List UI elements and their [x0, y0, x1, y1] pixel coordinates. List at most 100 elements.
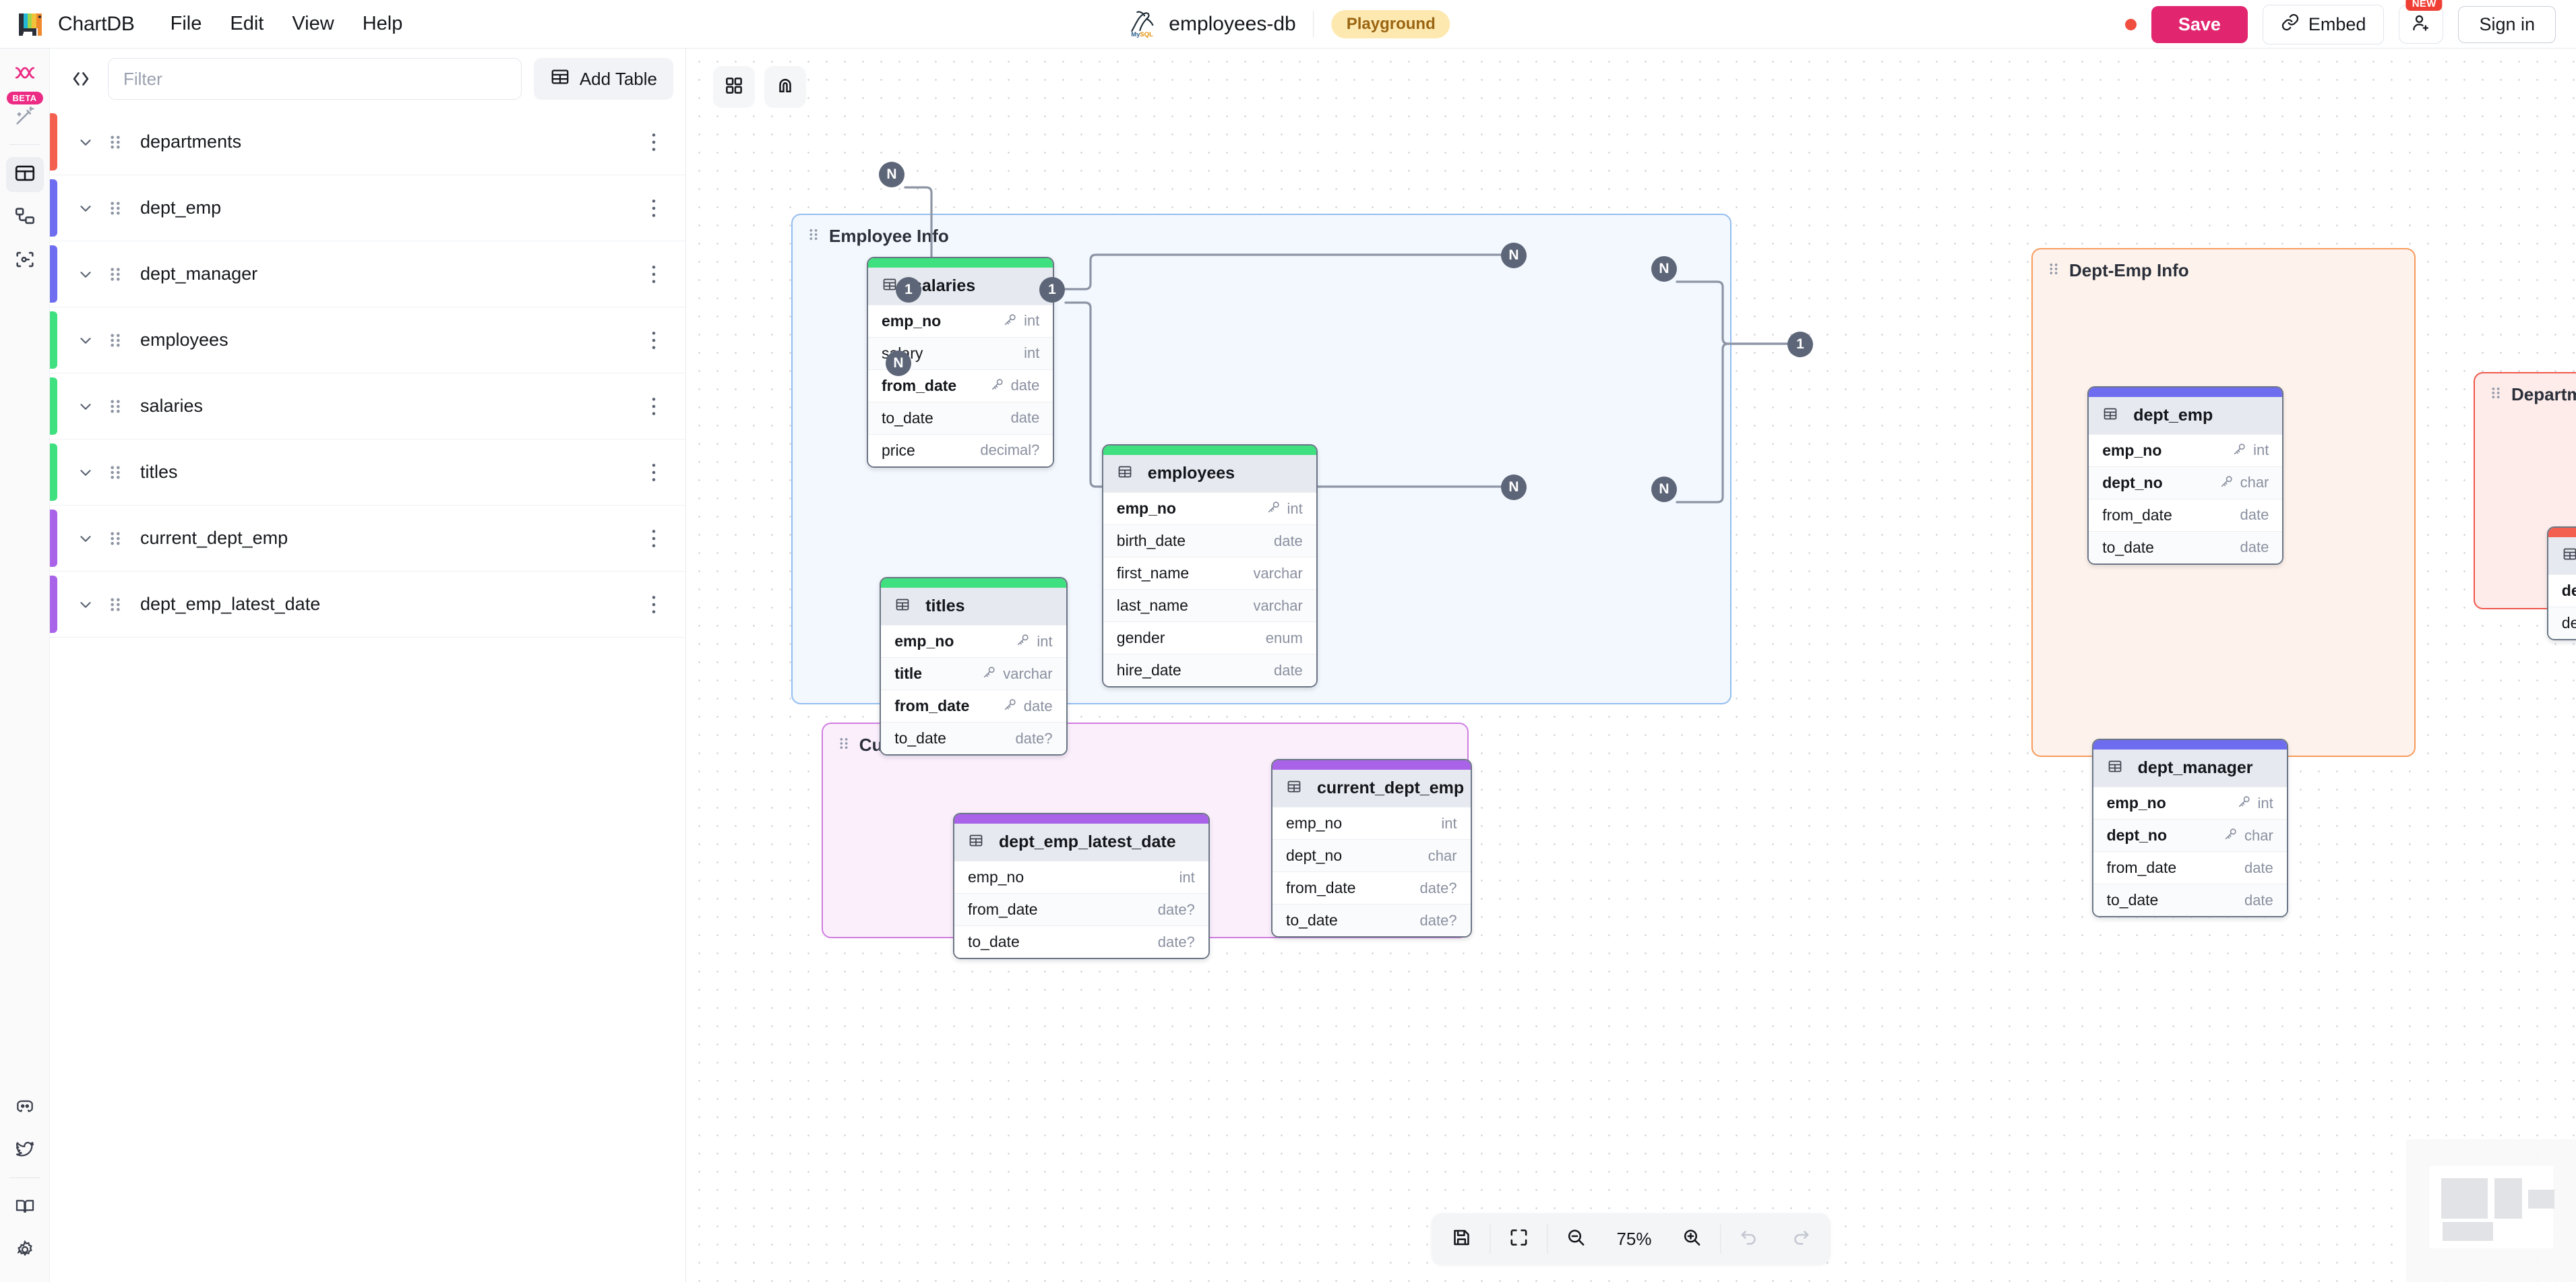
table-list-item[interactable]: titles	[50, 439, 685, 506]
chevron-down-icon[interactable]	[77, 398, 94, 415]
table-node-header[interactable]: dept_emp_latest_date	[954, 824, 1208, 861]
drag-handle-icon[interactable]	[108, 266, 125, 283]
chevron-down-icon[interactable]	[77, 530, 94, 547]
save-diagram-button[interactable]	[1436, 1218, 1487, 1260]
code-brackets-icon[interactable]	[62, 60, 100, 98]
table-list-item[interactable]: dept_manager	[50, 241, 685, 307]
drag-handle-icon[interactable]	[108, 530, 125, 547]
group-drag-handle-icon[interactable]	[807, 227, 820, 245]
table-list-item[interactable]: current_dept_emp	[50, 506, 685, 572]
add-user-button[interactable]: NEW	[2399, 0, 2444, 44]
table-node-header[interactable]: dept_manager	[2093, 750, 2287, 787]
canvas-minimap[interactable]	[2406, 1139, 2576, 1282]
rail-item-twitter-link[interactable]	[6, 1133, 44, 1168]
chevron-down-icon[interactable]	[77, 266, 94, 283]
table-node-header[interactable]: current_dept_emp	[1272, 770, 1471, 807]
rail-item-ai-magic[interactable]: BETA	[6, 92, 44, 135]
table-list-item[interactable]: departments	[50, 109, 685, 175]
more-options-icon[interactable]	[645, 132, 663, 152]
rail-item-dependencies-view[interactable]	[6, 243, 44, 278]
table-node-header[interactable]: titles	[881, 588, 1066, 625]
table-node-header[interactable]: departments	[2548, 537, 2576, 574]
more-options-icon[interactable]	[645, 198, 663, 218]
rail-item-settings[interactable]	[6, 1233, 44, 1269]
chevron-down-icon[interactable]	[77, 596, 94, 613]
drag-handle-icon[interactable]	[108, 332, 125, 349]
chevron-down-icon[interactable]	[77, 200, 94, 217]
rail-item-discord-link[interactable]	[6, 1090, 44, 1125]
filter-input[interactable]	[108, 58, 522, 100]
rail-item-relationships-view[interactable]	[6, 200, 44, 235]
redo-button[interactable]	[1775, 1218, 1827, 1260]
table-list-item[interactable]: employees	[50, 307, 685, 373]
drag-handle-icon[interactable]	[108, 464, 125, 481]
zoom-in-button[interactable]	[1667, 1218, 1718, 1260]
more-options-icon[interactable]	[645, 462, 663, 483]
rail-item-docs-link[interactable]	[6, 1190, 44, 1225]
group-drag-handle-icon[interactable]	[838, 736, 850, 754]
group-drag-handle-icon[interactable]	[2048, 262, 2060, 280]
toggle-grid-button[interactable]	[713, 66, 755, 108]
save-button[interactable]: Save	[2151, 5, 2248, 43]
more-options-icon[interactable]	[645, 594, 663, 615]
embed-button[interactable]: Embed	[2262, 4, 2385, 44]
snap-to-grid-button[interactable]	[764, 66, 806, 108]
menu-file[interactable]: File	[170, 13, 202, 34]
drag-handle-icon[interactable]	[108, 133, 125, 151]
add-table-button[interactable]: Add Table	[533, 58, 673, 100]
more-options-icon[interactable]	[645, 330, 663, 350]
chevron-down-icon[interactable]	[77, 133, 94, 151]
menu-help[interactable]: Help	[362, 13, 403, 34]
drag-handle-icon[interactable]	[108, 200, 125, 217]
table-list-item[interactable]: dept_emp	[50, 175, 685, 241]
table-node-header[interactable]: employees	[1103, 455, 1316, 493]
table-list-item[interactable]: salaries	[50, 373, 685, 439]
undo-button[interactable]	[1724, 1218, 1775, 1260]
table-list-item[interactable]: dept_emp_latest_date	[50, 572, 685, 638]
menu-view[interactable]: View	[292, 13, 334, 34]
rail-item-tables-view[interactable]	[5, 157, 44, 192]
more-options-icon[interactable]	[645, 396, 663, 417]
fit-to-screen-button[interactable]	[1493, 1218, 1544, 1260]
sign-in-button[interactable]: Sign in	[2458, 5, 2556, 43]
table-node-header[interactable]: dept_emp	[2089, 396, 2283, 434]
menu-edit[interactable]: Edit	[230, 13, 264, 34]
zoom-level-label[interactable]: 75%	[1616, 1228, 1652, 1249]
drag-handle-icon[interactable]	[108, 398, 125, 415]
